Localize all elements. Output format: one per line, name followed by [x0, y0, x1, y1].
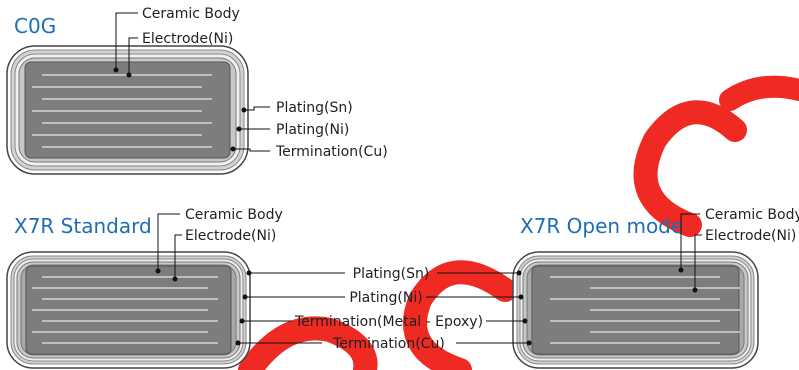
shared-leaders: [235, 270, 532, 346]
x7r-open-mode-title: X7R Open mode: [520, 214, 683, 238]
x7r-standard-capacitor: [6, 251, 251, 369]
x7r-open-ceramic-body-label: Ceramic Body: [705, 207, 799, 223]
c0g-plating-sn-label: Plating(Sn): [276, 100, 353, 116]
c0g-capacitor: [6, 45, 249, 175]
c0g-leaders: [113, 12, 270, 152]
x7r-standard-ceramic-body-label: Ceramic Body: [185, 207, 283, 223]
shared-termination-metal-epoxy-label: Termination(Metal - Epoxy): [294, 314, 483, 330]
c0g-title: C0G: [14, 14, 56, 38]
x7r-standard-electrode-label: Electrode(Ni): [185, 228, 276, 244]
watermark-logo: [238, 75, 799, 370]
c0g-electrode-label: Electrode(Ni): [142, 31, 233, 47]
shared-plating-sn-label: Plating(Sn): [353, 266, 430, 282]
c0g-termination-cu-label: Termination(Cu): [275, 144, 388, 160]
x7r-open-mode-leaders: [678, 213, 702, 293]
x7r-open-mode-capacitor: [512, 251, 759, 369]
x7r-standard-leaders: [155, 213, 182, 282]
shared-termination-cu-label: Termination(Cu): [332, 336, 445, 352]
c0g-plating-ni-label: Plating(Ni): [276, 122, 349, 138]
shared-plating-ni-label: Plating(Ni): [349, 290, 422, 306]
x7r-open-electrode-label: Electrode(Ni): [705, 228, 796, 244]
x7r-standard-title: X7R Standard: [14, 214, 152, 238]
c0g-ceramic-body-label: Ceramic Body: [142, 6, 240, 22]
